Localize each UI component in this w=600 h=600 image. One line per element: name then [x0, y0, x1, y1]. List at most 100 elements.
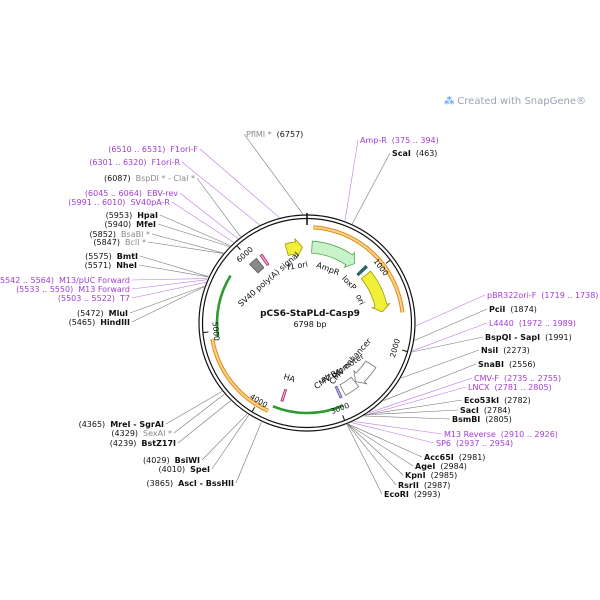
site-bspdi-clai: (6087)BspDI * - ClaI * [104, 174, 195, 183]
feature-label-f1-ori: f1 ori [286, 260, 308, 272]
site-position: (5542 .. 5564) [0, 276, 54, 285]
tick-label-6000: 6000 [235, 245, 255, 265]
site-labels: Amp-R(375 .. 394)ScaI(463)PflMI *(6757)(… [0, 130, 598, 499]
site-position: (5852) [89, 230, 116, 239]
site-label-nsii: NsiI(2273) [481, 346, 530, 355]
leader-ebv-rev [179, 192, 239, 239]
site-hpai: (5953)HpaI [106, 211, 158, 220]
site-mfei: (5940)MfeI [105, 220, 156, 229]
site-rsrii: RsrII(2987) [398, 481, 450, 490]
site-label-sv40pa-r: (5991 .. 6010)SV40pA-R [68, 198, 170, 207]
site-label-ebv-rev: (6045 .. 6064) EBV-rev [85, 189, 178, 198]
site-label-mrei-sgrai: (4365)MreI - SgrAI [79, 420, 164, 429]
site-name: BmtI [117, 252, 138, 261]
feature-f1-ori [284, 237, 304, 258]
site-name: Amp-R [360, 136, 387, 145]
leader-m13-forward [131, 279, 208, 290]
leader-l4440 [412, 322, 488, 352]
site-position: (2910 .. 2926) [501, 430, 558, 439]
site-name: F1ori-R [151, 158, 180, 167]
site-name: M13 Forward [78, 285, 130, 294]
site-label-mlui: (5472)MluI [77, 309, 128, 318]
site-name: SV40pA-R [130, 198, 170, 207]
site-position: (2781 .. 2805) [495, 383, 552, 392]
site-position: (2981) [459, 453, 486, 462]
site-position: (2937 .. 2954) [456, 439, 513, 448]
leader-pcii [414, 308, 488, 341]
site-label-mfei: (5940)MfeI [105, 220, 156, 229]
leader-hpai [159, 214, 231, 246]
leader-f1ori-r [181, 161, 260, 226]
site-position: (2735 .. 2755) [504, 374, 561, 383]
site-label-asci-bsshii: (3865)AscI - BssHII [147, 479, 234, 488]
site-label-pflmi: PflMI *(6757) [246, 130, 303, 139]
leader-asci-bsshii [235, 421, 262, 484]
site-position: (2987) [424, 481, 451, 490]
site-name: EBV-rev [147, 189, 178, 198]
feature-label-ampr: AmpR [315, 260, 341, 277]
site-position: (1719 .. 1738) [541, 291, 598, 300]
site-position: (1991) [545, 333, 572, 342]
tick-mark-1000 [385, 259, 391, 264]
plasmid-name: pCS6-StaPLd-Casp9 [260, 309, 360, 319]
plasmid-length: 6798 bp [293, 320, 326, 329]
site-position: (1972 .. 1989) [519, 319, 576, 328]
site-position: (5940) [105, 220, 132, 229]
site-acc65i: Acc65I(2981) [424, 453, 485, 462]
site-position: (2556) [509, 360, 536, 369]
watermark-text: Created with SnapGene® [457, 96, 586, 107]
site-name: BclI * [125, 238, 146, 247]
site-name: AgeI [415, 462, 435, 471]
feature-attb1 [334, 385, 343, 399]
leader-sv40pa-r [171, 201, 234, 243]
site-position: (4010) [159, 465, 186, 474]
site-amp-r: Amp-R (375 .. 394) [360, 136, 439, 145]
site-label-f1ori-r: (6301 .. 6320)F1ori-R [89, 158, 180, 167]
green-arc-0 [272, 404, 344, 415]
site-name: CMV-F [474, 374, 499, 383]
tick-mark-6000 [236, 245, 241, 251]
site-name: BspQI - SapI [485, 333, 540, 342]
leader-pbr322ori-f [415, 294, 486, 327]
leader-bsiwi [201, 413, 248, 461]
site-name: F1ori-F [170, 145, 198, 154]
site-mlui: (5472)MluI [77, 309, 128, 318]
site-label-lncx: LNCX (2781 .. 2805) [468, 383, 552, 392]
site-label-sp6: SP6(2937 .. 2954) [436, 439, 513, 448]
feature-shapes [249, 237, 391, 402]
tick-mark-4000 [251, 406, 256, 412]
site-label-bspdi-clai: (6087)BspDI * - ClaI * [104, 174, 195, 183]
site-label-rsrii: RsrII(2987) [398, 481, 450, 490]
leader-mlui [129, 285, 205, 314]
leader-bspdi-clai [196, 177, 241, 237]
site-name: BsiWI [175, 456, 200, 465]
site-label-bmti: (5575)BmtI [85, 252, 138, 261]
feature-label-loxp: loxP [340, 274, 358, 292]
site-label-m13-puc-forward: (5542 .. 5564) M13/pUC Forward [0, 276, 130, 285]
site-position: (6045 .. 6064) [85, 189, 142, 198]
site-position: (6757) [277, 130, 304, 139]
site-label-m13-reverse: M13 Reverse (2910 .. 2926) [444, 430, 558, 439]
leader-m13-puc-forward [131, 278, 208, 281]
site-label-snabi: SnaBI(2556) [478, 360, 536, 369]
site-label-l4440: L4440(1972 .. 1989) [489, 319, 576, 328]
leader-lncx [364, 386, 467, 416]
site-pbr322ori-f: pBR322ori-F(1719 .. 1738) [487, 291, 598, 300]
site-label-sexai: (4329)SexAI * [111, 429, 172, 438]
site-bstz17i: (4239)BstZ17I [110, 439, 176, 448]
leader-nhei [138, 264, 209, 278]
site-name: LNCX [468, 383, 490, 392]
feature-ha [280, 388, 288, 402]
site-name: M13 Reverse [444, 430, 496, 439]
feature-sv40-poly-a-signal [249, 257, 265, 274]
site-name: HindIII [100, 318, 130, 327]
site-position: (375 .. 394) [392, 136, 439, 145]
site-position: (4239) [110, 439, 137, 448]
site-lncx: LNCX (2781 .. 2805) [468, 383, 552, 392]
site-hindiii: (5465)HindIII [69, 318, 130, 327]
site-bsiwi: (4029)BsiWI [143, 456, 200, 465]
site-label-hpai: (5953)HpaI [106, 211, 158, 220]
site-t7: (5503 .. 5522)T7 [58, 294, 130, 303]
site-name: M13/pUC Forward [59, 276, 130, 285]
